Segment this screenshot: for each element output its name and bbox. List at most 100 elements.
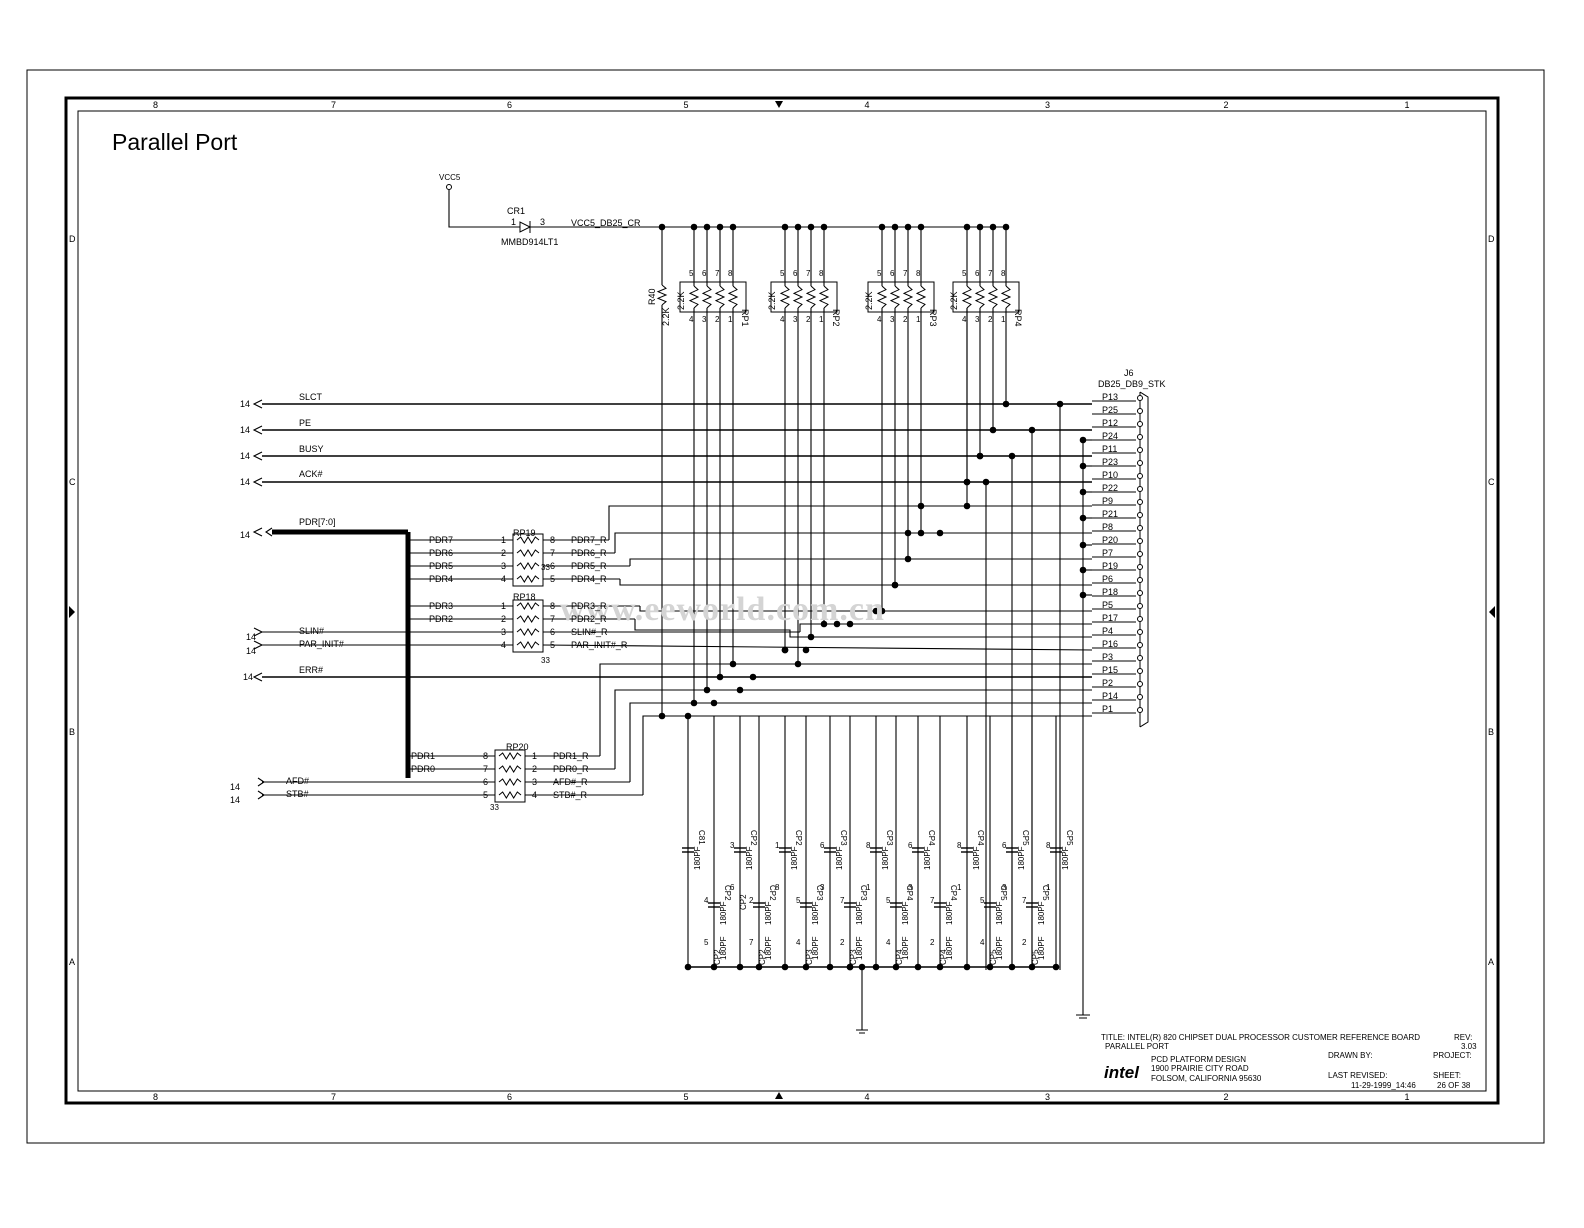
company-line-1: PCD PLATFORM DESIGN — [1151, 1055, 1246, 1064]
connector-pin — [1137, 668, 1143, 674]
capacitor-ref: CP2 — [794, 830, 803, 846]
capacitor-value: 180PF — [855, 936, 864, 960]
vcc5-label: VCC5 — [439, 173, 461, 182]
connector-part: DB25_DB9_STK — [1098, 379, 1166, 389]
connector-pin-label: P23 — [1102, 457, 1118, 467]
junction-dots — [658, 223, 1087, 971]
resistor-element — [701, 285, 713, 309]
capacitor-ref: CP2 — [739, 894, 748, 910]
pin-number: 3 — [820, 883, 825, 892]
connector-pin-label: P16 — [1102, 639, 1118, 649]
pe-net-label: PE — [299, 418, 311, 428]
pin-number: 2 — [903, 315, 908, 324]
pin-number: 2 — [1022, 938, 1027, 947]
junction-dot — [729, 223, 737, 231]
cr1-pin-k: 3 — [540, 217, 545, 227]
capacitor-value: 180PF — [811, 901, 820, 925]
pin-number: 3 — [975, 315, 980, 324]
connector-pin-label: P13 — [1102, 392, 1118, 402]
net-label: PDR5 — [429, 561, 453, 571]
net-label: PDR4 — [429, 574, 453, 584]
capacitor-value: 180PF — [719, 901, 728, 925]
pin-number: 8 — [1001, 269, 1006, 278]
junction-dot — [1028, 426, 1036, 434]
capacitor-ref: CP5 — [1065, 830, 1074, 846]
afd-sheet-ref: 14 — [230, 782, 240, 792]
net-label: PDR1 — [411, 751, 435, 761]
page-title: Parallel Port — [112, 129, 238, 155]
rp3-value: 2.2K — [864, 291, 874, 310]
offsheet-pe: 14 PE — [240, 418, 311, 435]
junction-dot — [690, 699, 698, 707]
connector-pin-label: P6 — [1102, 574, 1113, 584]
pin-number: 7 — [903, 269, 908, 278]
net-label: PDR7 — [429, 535, 453, 545]
capacitor-ref: CP5 — [999, 885, 1008, 901]
resistor-element — [818, 285, 830, 309]
pin-number: 8 — [957, 841, 962, 850]
net-label: STB#_R — [553, 790, 588, 800]
capacitor-value: 180PF — [945, 936, 954, 960]
labels: Parallel Port www.eeworld.com.cn VCC5 CR… — [112, 129, 1477, 1090]
pin-number: 2 — [501, 614, 506, 624]
connector-pin — [1137, 447, 1143, 453]
center-mark — [775, 1092, 783, 1099]
pin-number: 8 — [916, 269, 921, 278]
rp3-body — [867, 281, 935, 313]
pin-number: 7 — [806, 269, 811, 278]
offsheet-arrow — [252, 399, 263, 409]
capacitor-ref: CP5 — [1041, 885, 1050, 901]
pin-number: 4 — [796, 938, 801, 947]
cr1-pin-a: 1 — [511, 217, 516, 227]
resistor-element — [498, 778, 522, 786]
wire — [629, 702, 1092, 782]
net-label: PAR_INIT#_R — [571, 640, 628, 650]
pin-number: 8 — [819, 269, 824, 278]
connector-pin — [1137, 681, 1143, 687]
last-revised-label: LAST REVISED: — [1328, 1071, 1387, 1080]
pin-number: 5 — [483, 790, 488, 800]
junction-dot — [917, 529, 925, 537]
capacitor-value: 180PF — [901, 936, 910, 960]
junction-dot — [794, 223, 802, 231]
junction-dot — [982, 478, 990, 486]
resistor-element — [961, 285, 973, 309]
pin-number: 1 — [1001, 315, 1006, 324]
connector-pin — [1137, 460, 1143, 466]
err-net-label: ERR# — [299, 665, 323, 675]
offsheet-slin: 14 SLIN# — [246, 626, 324, 642]
offsheet-arrow — [252, 451, 263, 461]
junction-dot — [1079, 436, 1087, 444]
connector-pin-label: P21 — [1102, 509, 1118, 519]
err-sheet-ref: 14 — [243, 672, 253, 682]
net-label: PDR6 — [429, 548, 453, 558]
zone-row-label: A — [1488, 957, 1494, 967]
pin-number: 8 — [866, 841, 871, 850]
wire — [642, 715, 1092, 795]
connector-pin-label: P12 — [1102, 418, 1118, 428]
zone-row-label: A — [69, 957, 75, 967]
capacitor-ref: CP4 — [976, 830, 985, 846]
capacitor-ref: CP2 — [723, 885, 732, 901]
rev-label: REV: — [1454, 1033, 1472, 1042]
connector-pin — [1137, 512, 1143, 518]
resistor-element — [516, 575, 540, 583]
rp20-ref: RP20 — [506, 742, 529, 752]
rp20-body — [494, 749, 526, 803]
junction-dot — [1079, 462, 1087, 470]
connector-pin — [1137, 642, 1143, 648]
junction-dot — [1052, 963, 1060, 971]
rp20-value: 33 — [490, 803, 499, 812]
pin-number: 8 — [550, 535, 555, 545]
watermark: www.eeworld.com.cn — [560, 591, 885, 628]
company-line-2: 1900 PRAIRIE CITY ROAD — [1151, 1064, 1249, 1073]
pin-number: 1 — [532, 751, 537, 761]
pin-number: 7 — [749, 938, 754, 947]
net-label: PDR5_R — [571, 561, 607, 571]
sheet-number: 26 OF 38 — [1437, 1081, 1471, 1090]
junction-dot — [658, 712, 666, 720]
junction-dot — [1079, 514, 1087, 522]
capacitor-ref: CP3 — [885, 830, 894, 846]
busy-net-label: BUSY — [299, 444, 324, 454]
pin-number: 8 — [550, 601, 555, 611]
